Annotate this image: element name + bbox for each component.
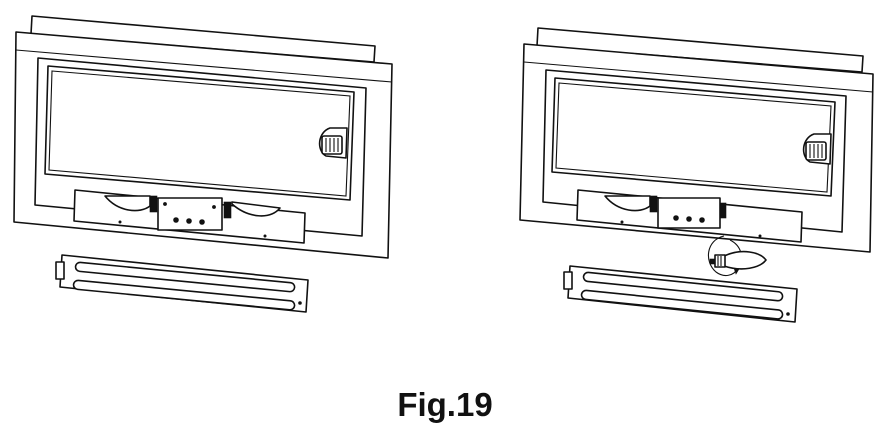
left-light-cover-panel [55, 254, 309, 313]
right-light-cover-panel [563, 265, 798, 323]
right-hood-illustration [519, 27, 874, 253]
light-socket-right-icon [223, 201, 281, 219]
light-socket-left-icon [104, 195, 158, 213]
side-knob-icon [802, 133, 832, 165]
control-box-icon [657, 197, 721, 229]
control-box-icon [157, 197, 223, 231]
left-hood-illustration [13, 15, 393, 259]
light-bulb-icon [709, 250, 767, 270]
light-socket-left-icon [604, 195, 658, 213]
side-knob-icon [318, 127, 348, 159]
figure-caption: Fig.19 [397, 386, 493, 423]
bulb-removal-detail [707, 235, 767, 277]
